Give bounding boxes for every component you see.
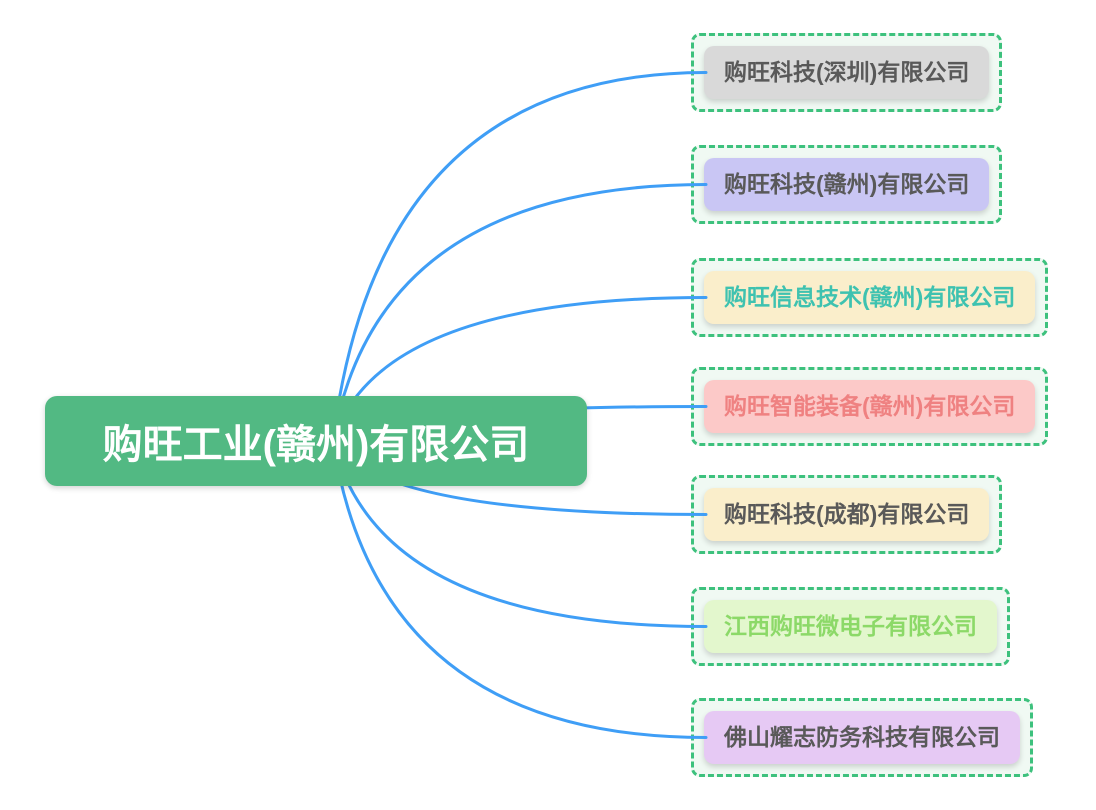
selection-frame: 购旺信息技术(赣州)有限公司 <box>691 258 1049 338</box>
child-node-label: 购旺智能装备(赣州)有限公司 <box>724 393 1016 419</box>
child-node[interactable]: 江西购旺微电子有限公司 <box>704 600 997 654</box>
connector-curve <box>331 71 708 443</box>
child-node-label: 购旺科技(深圳)有限公司 <box>724 59 970 85</box>
selection-frame: 佛山耀志防务科技有限公司 <box>691 698 1033 778</box>
selection-frame: 购旺科技(成都)有限公司 <box>691 475 1003 555</box>
selection-frame: 购旺科技(深圳)有限公司 <box>691 33 1003 113</box>
child-node[interactable]: 购旺信息技术(赣州)有限公司 <box>704 271 1036 325</box>
child-node-label: 佛山耀志防务科技有限公司 <box>724 724 1000 750</box>
selection-frame: 购旺科技(赣州)有限公司 <box>691 145 1003 225</box>
root-node[interactable]: 购旺工业(赣州)有限公司 <box>45 396 587 486</box>
root-node-label: 购旺工业(赣州)有限公司 <box>102 423 530 467</box>
child-node[interactable]: 购旺科技(成都)有限公司 <box>704 488 990 542</box>
selection-frame: 江西购旺微电子有限公司 <box>691 587 1010 667</box>
child-node-label: 购旺科技(赣州)有限公司 <box>724 171 970 197</box>
child-node[interactable]: 购旺科技(赣州)有限公司 <box>704 158 990 212</box>
child-node-label: 购旺科技(成都)有限公司 <box>724 501 970 527</box>
child-node[interactable]: 购旺科技(深圳)有限公司 <box>704 46 990 100</box>
child-node-label: 购旺信息技术(赣州)有限公司 <box>724 284 1016 310</box>
child-node-label: 江西购旺微电子有限公司 <box>724 613 977 639</box>
child-node[interactable]: 购旺智能装备(赣州)有限公司 <box>704 380 1036 434</box>
child-node[interactable]: 佛山耀志防务科技有限公司 <box>704 711 1020 765</box>
selection-frame: 购旺智能装备(赣州)有限公司 <box>691 367 1049 447</box>
